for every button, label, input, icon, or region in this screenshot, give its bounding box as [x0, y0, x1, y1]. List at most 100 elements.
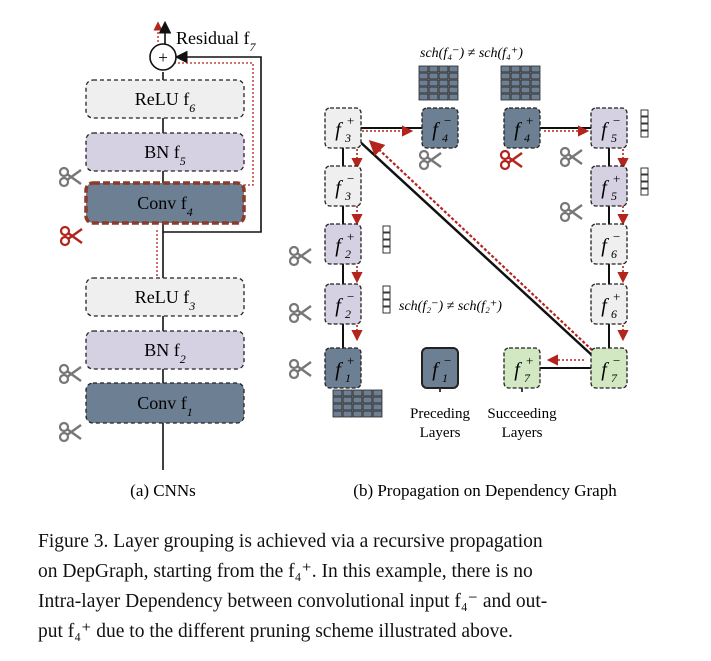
weight-matrix-f4p [500, 65, 541, 101]
scissors-icon [418, 149, 443, 171]
svg-text:Residual f7: Residual f7 [176, 28, 257, 54]
legend-succeeding-1: Succeeding [487, 406, 557, 422]
sch-annotation-mid: sch(f₂⁻) ≠ sch(f₂⁺) [399, 299, 502, 314]
svg-text:f: f [432, 359, 440, 381]
relu-f3-box [85, 277, 245, 317]
node-f5m: f− 5 [590, 107, 628, 149]
node-f2p: f +2 [324, 223, 362, 265]
svg-text:Conv f4: Conv f4 [137, 193, 193, 219]
legend-preceding-2: Layers [420, 425, 461, 441]
svg-text:−: − [444, 353, 451, 368]
svg-text:+: + [526, 353, 533, 368]
node-f5p: f +5 [590, 165, 628, 207]
channel-vector-f5m [640, 109, 649, 138]
svg-text:−: − [347, 289, 354, 304]
weight-matrix-f1p [332, 389, 383, 418]
weight-matrix-f4m [418, 65, 459, 101]
residual-connection [163, 50, 262, 233]
svg-text:1: 1 [442, 371, 448, 385]
svg-text:BN f2: BN f2 [144, 340, 186, 366]
svg-text:−: − [613, 229, 620, 244]
svg-text:f: f [601, 119, 609, 141]
svg-text:BN f5: BN f5 [144, 142, 186, 168]
svg-text:+: + [613, 171, 620, 186]
svg-text:−: − [347, 171, 354, 186]
svg-text:+: + [526, 113, 533, 128]
node-f6m: f− 6 [590, 223, 628, 265]
node-f3p: f+3 [324, 107, 362, 149]
svg-text:7: 7 [611, 371, 618, 385]
sch-annotation-top: sch(f₄⁻) ≠ sch(f₄⁺) [420, 46, 523, 61]
panel-a: + Residual f7 ReLU f6 BN f5 Conv f4 ReLU… [58, 20, 262, 500]
scissors-icon [58, 421, 83, 443]
svg-text:f: f [601, 235, 609, 257]
scissors-icon [58, 166, 83, 188]
scissors-icon [559, 146, 584, 168]
svg-text:+: + [613, 289, 620, 304]
svg-text:5: 5 [611, 189, 617, 203]
svg-text:+: + [347, 229, 354, 244]
svg-text:f: f [514, 359, 522, 381]
node-f1p: f+1 [324, 347, 362, 389]
bn-f2-box [85, 330, 245, 370]
svg-text:6: 6 [611, 247, 617, 261]
legend-succeeding-2: Layers [502, 425, 543, 441]
legend-preceding-1: Preceding [410, 406, 470, 422]
svg-text:f: f [335, 295, 343, 317]
channel-vector-f5p [640, 167, 649, 196]
caption-line: on DepGraph, starting from the f₄⁺. In t… [38, 561, 533, 582]
caption-line: Figure 3. Layer grouping is achieved via… [38, 531, 543, 552]
residual-label: Residual f [176, 28, 250, 48]
panel-b-caption: (b) Propagation on Dependency Graph [353, 481, 617, 500]
figure-caption: Figure 3. Layer grouping is achieved via… [38, 527, 678, 647]
svg-text:7: 7 [524, 371, 531, 385]
node-f4p: f +4 [503, 107, 541, 149]
channel-vector-f2m [382, 285, 391, 314]
svg-text:f: f [335, 119, 343, 141]
panel-a-caption: (a) CNNs [130, 481, 196, 500]
propagation-diagonal [368, 139, 593, 351]
svg-text:f: f [335, 177, 343, 199]
svg-text:f: f [601, 177, 609, 199]
scissors-icon [288, 358, 313, 380]
svg-text:f: f [601, 359, 609, 381]
node-f7m: f−7 [590, 347, 628, 389]
svg-text:Conv f1: Conv f1 [137, 393, 193, 419]
svg-text:−: − [613, 113, 620, 128]
svg-text:3: 3 [344, 189, 351, 203]
svg-text:f: f [335, 359, 343, 381]
svg-text:4: 4 [442, 131, 448, 145]
svg-text:2: 2 [345, 247, 351, 261]
edge-f3p-f7m [357, 139, 596, 359]
svg-text:5: 5 [611, 131, 617, 145]
conv-f4-box [84, 181, 246, 225]
svg-text:f: f [514, 119, 522, 141]
bn-f5-box [85, 132, 245, 172]
svg-text:f: f [335, 235, 343, 257]
node-f2m: f− 2 [324, 283, 362, 325]
caption-line: Intra-layer Dependency between convoluti… [38, 591, 548, 612]
svg-text:+: + [347, 113, 354, 128]
plus-symbol: + [158, 48, 168, 67]
svg-text:f: f [432, 119, 440, 141]
scissors-icon [559, 201, 584, 223]
caption-line: put f₄⁺ due to the different pruning sch… [38, 621, 513, 642]
svg-text:ReLU f3: ReLU f3 [135, 287, 195, 313]
svg-text:−: − [444, 113, 451, 128]
svg-text:ReLU f6: ReLU f6 [135, 89, 195, 115]
channel-vector-f2p [382, 225, 391, 254]
scissors-icon [288, 302, 313, 324]
scissors-icon [288, 245, 313, 267]
node-f6p: f+6 [590, 283, 628, 325]
scissors-icon-red [59, 225, 84, 247]
relu-f6-box [85, 79, 245, 119]
svg-text:+: + [347, 353, 354, 368]
scissors-icon-red [499, 149, 524, 171]
svg-text:4: 4 [524, 131, 530, 145]
node-f3m: f− 3 [324, 165, 362, 207]
node-f7p: f +7 [503, 347, 541, 389]
conv-f1-box [85, 382, 245, 424]
svg-text:2: 2 [345, 307, 351, 321]
